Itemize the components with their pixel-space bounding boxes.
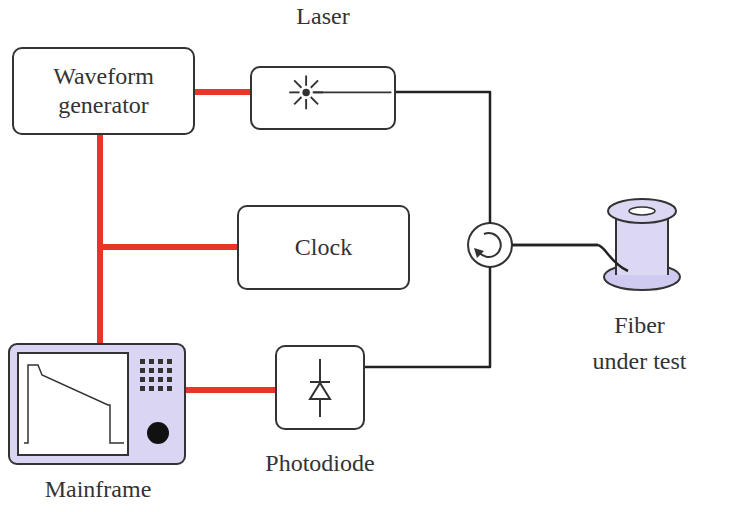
circulator-arrowhead: [474, 248, 484, 258]
photodiode-symbol: [277, 347, 363, 428]
spool-side: [615, 211, 617, 275]
screen-trace: [24, 365, 124, 443]
node-label: Photodiode: [258, 449, 382, 478]
laser-symbol: [252, 68, 394, 128]
keypad-key: [167, 377, 172, 382]
mainframe-instrument: [8, 343, 186, 465]
laser-ray: [294, 97, 301, 104]
keypad-key: [158, 377, 163, 382]
laser-ray: [311, 97, 318, 104]
keypad-key: [158, 359, 163, 364]
keypad-key: [149, 377, 154, 382]
laser-ray: [305, 76, 307, 86]
node-label: Mainframe: [8, 475, 188, 504]
keypad-key: [167, 359, 172, 364]
node-label: Fiber under test: [587, 307, 692, 379]
clock-box: Clock: [237, 205, 410, 290]
keypad-key: [140, 377, 145, 382]
keypad-key: [149, 368, 154, 373]
keypad-key: [140, 368, 145, 373]
circulator-arrow: [479, 233, 501, 257]
keypad-key: [167, 368, 172, 373]
photodiode-box: [275, 345, 365, 430]
signal-cable: [100, 135, 237, 247]
keypad-key: [140, 359, 145, 364]
keypad-key: [140, 386, 145, 391]
laser-box: [250, 66, 396, 130]
spool-side: [667, 211, 669, 275]
mainframe-drawing: [8, 343, 186, 465]
node-label: Laser: [248, 2, 398, 31]
node-label: Waveform generator: [34, 62, 174, 120]
diagram-node: Clock: [237, 205, 410, 290]
signal-cable: [186, 387, 275, 393]
keypad-key: [167, 386, 172, 391]
diagram-node: Photodiode: [258, 345, 382, 485]
laser-output: [314, 91, 392, 93]
generator-box: Waveform generator: [12, 47, 195, 135]
diode-triangle: [310, 383, 330, 399]
diagram-node: Fiber under test: [585, 195, 695, 385]
fiber-spool: [598, 195, 682, 295]
mainframe-knob: [147, 422, 169, 444]
node-label: Clock: [295, 233, 352, 262]
circulator-symbol: [468, 223, 512, 267]
laser-ray: [289, 91, 299, 93]
spool-drawing: [598, 195, 682, 295]
laser-ray: [311, 80, 318, 87]
signal-cable: [195, 89, 250, 95]
keypad-key: [149, 386, 154, 391]
spool-flange: [608, 199, 676, 223]
mainframe-screen: [18, 353, 128, 455]
laser-ray: [305, 99, 307, 109]
fiber-lead: [598, 245, 628, 271]
keypad-key: [158, 368, 163, 373]
diagram-node: Laser: [248, 0, 398, 132]
mainframe-case: [9, 344, 185, 464]
signal-cable: [100, 247, 237, 343]
spool-hub: [629, 207, 655, 215]
diode-bar: [310, 381, 330, 383]
keypad-key: [158, 386, 163, 391]
diagram-node: Waveform generator: [12, 47, 195, 135]
optical-fiber: [396, 92, 598, 245]
laser-emitter: [302, 89, 310, 97]
diagram-node: Mainframe: [8, 343, 188, 508]
laser-ray: [294, 80, 301, 87]
keypad-key: [149, 359, 154, 364]
